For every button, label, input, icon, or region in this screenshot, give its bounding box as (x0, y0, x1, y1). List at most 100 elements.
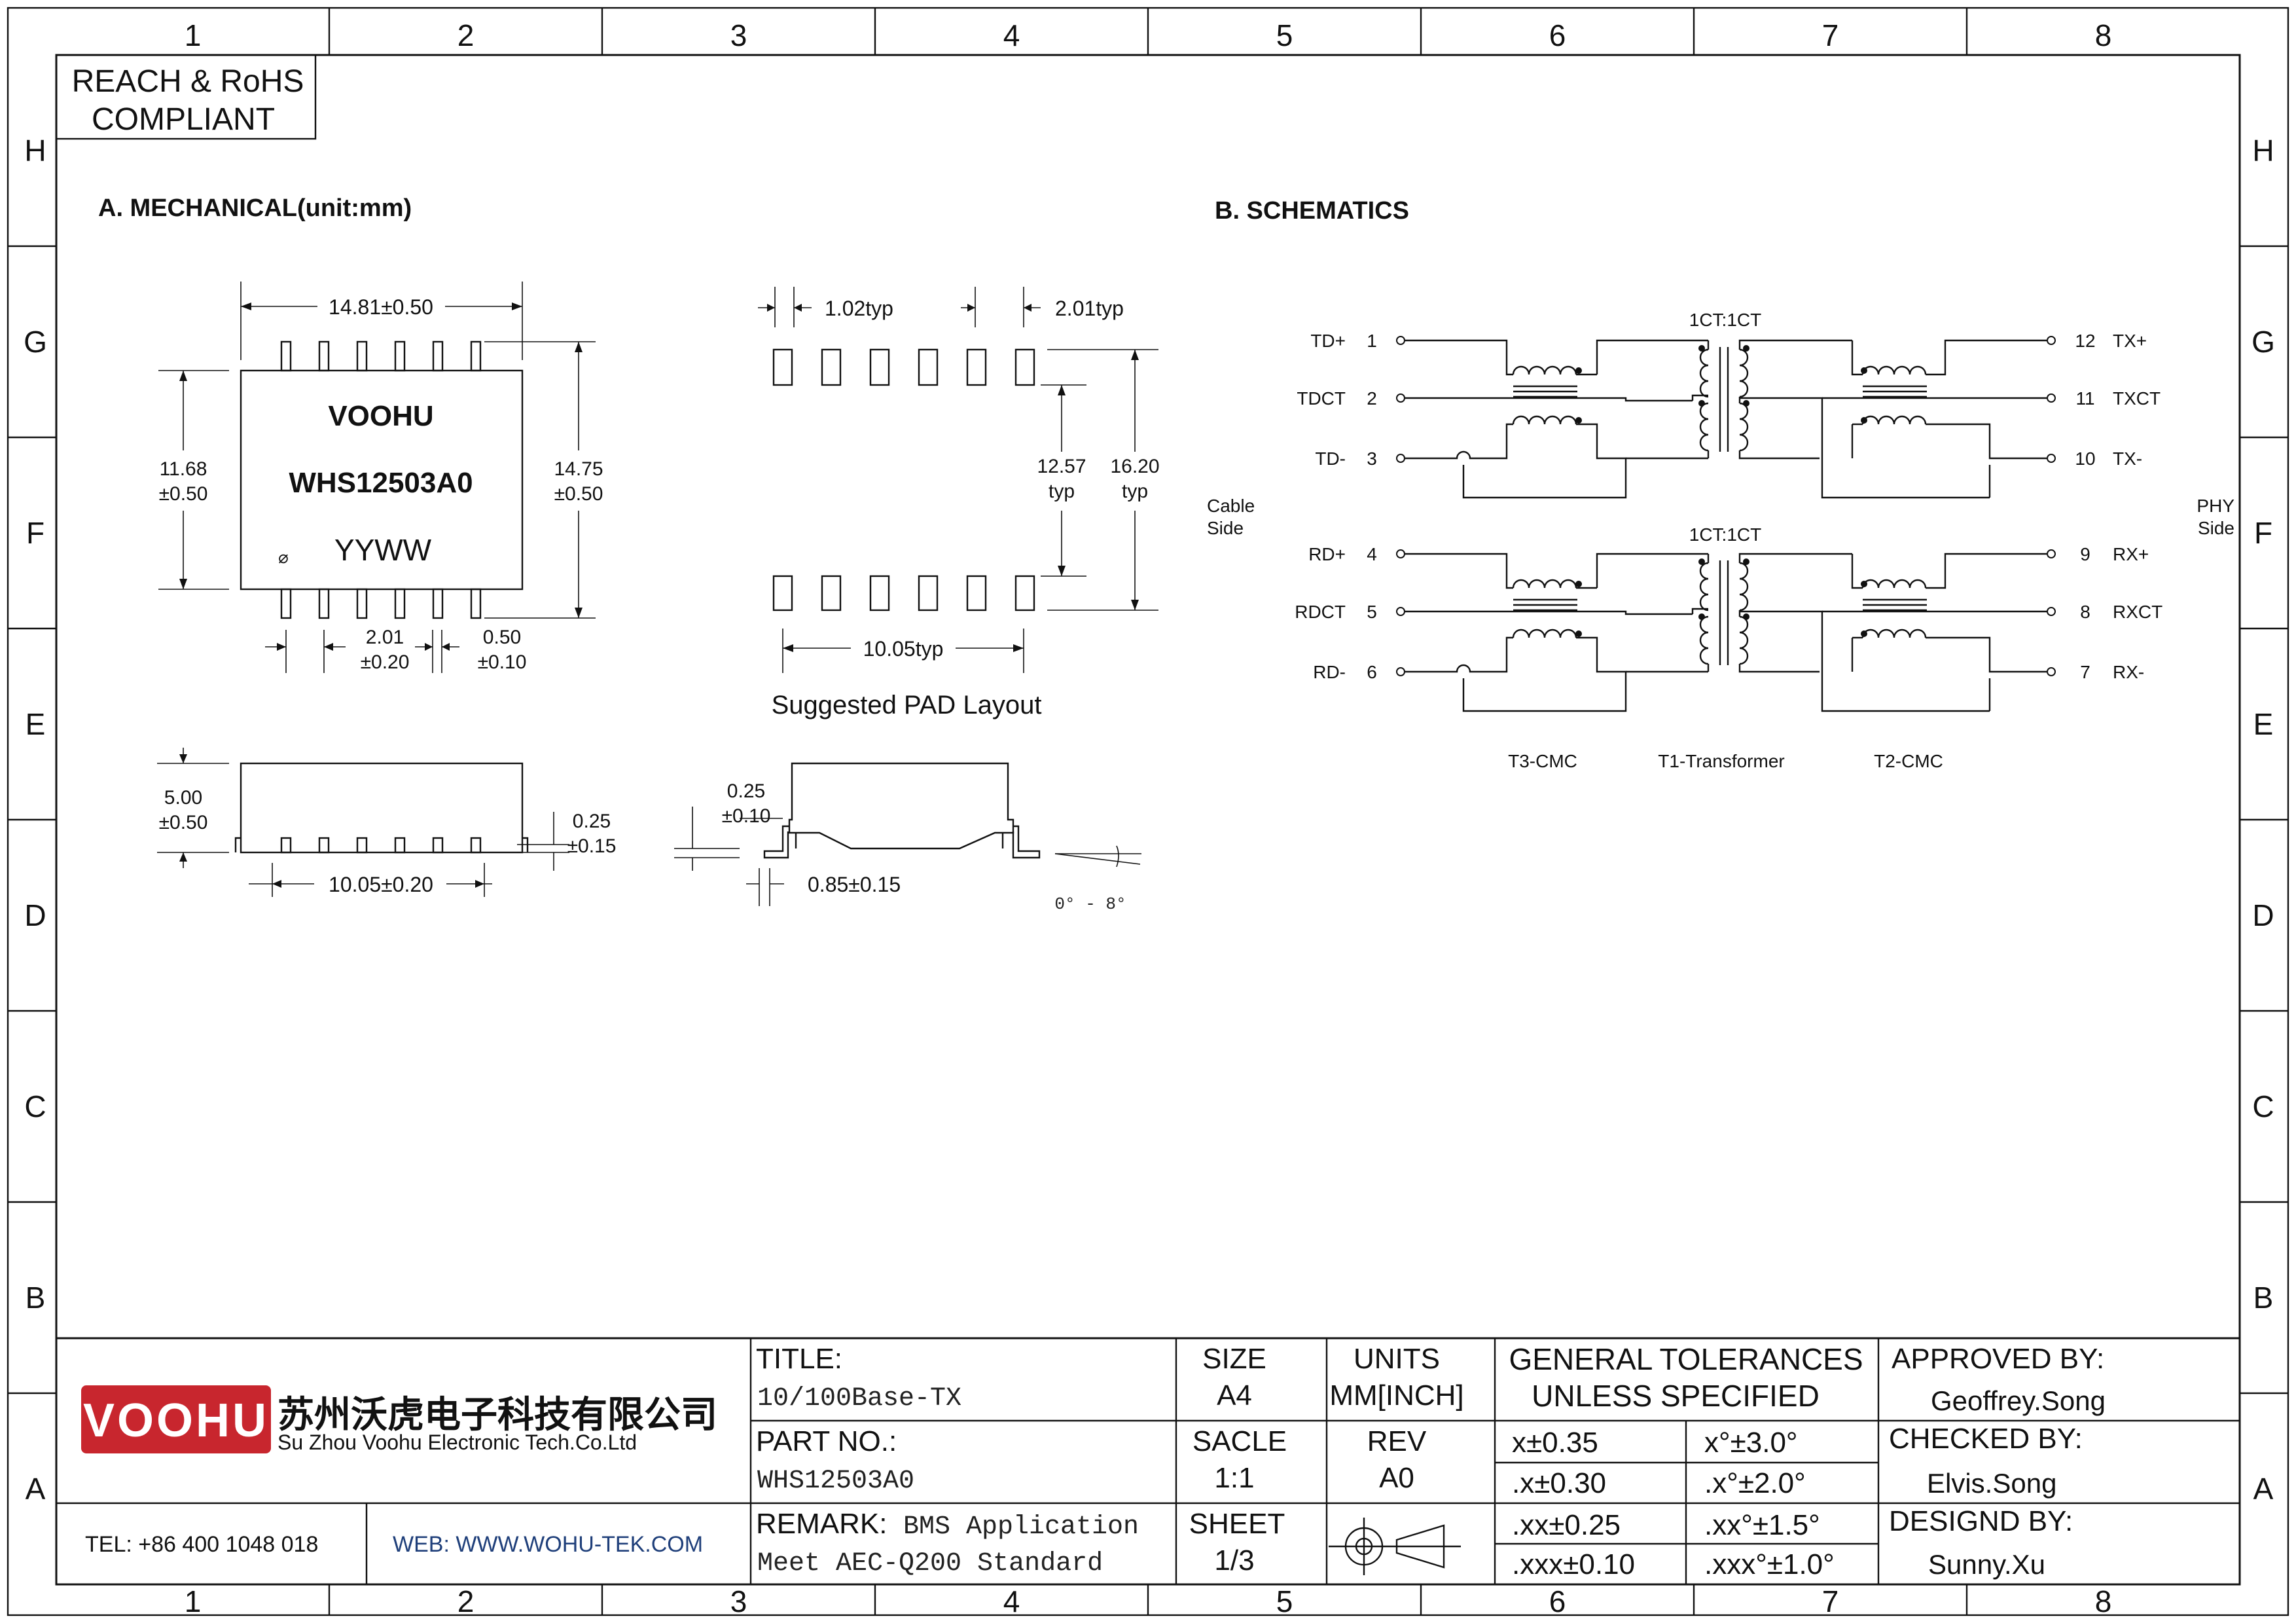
label-t1-transformer: T1-Transformer (1658, 751, 1784, 771)
right-pin-name: RX- (2113, 662, 2144, 682)
dim-pad-inner-1: 12.57 (1037, 456, 1086, 477)
dim-pad-pitch: 2.01typ (1055, 297, 1124, 320)
end-view-lead-left (763, 825, 789, 859)
right-pin-name: TX- (2113, 448, 2142, 469)
right-pin-name: TX+ (2113, 331, 2147, 351)
dim-side-span: 10.05±0.20 (329, 873, 433, 896)
size-label: SIZE (1202, 1343, 1266, 1375)
company-name-cn: 苏州沃虎电子科技有限公司 (278, 1394, 717, 1435)
pad-top (1014, 348, 1035, 386)
dim-body-height-2: ±0.50 (159, 483, 208, 505)
dim-lead-width-1: 0.50 (483, 627, 521, 648)
left-pin-name: TD- (1315, 448, 1346, 469)
right-pin-number: 8 (2080, 602, 2090, 622)
end-view-angle: 0° - 8° (1054, 894, 1126, 914)
company-logo-text: VOOHU (83, 1395, 269, 1447)
end-view-body (788, 762, 1014, 850)
top-view-brand: VOOHU (328, 400, 433, 432)
designed-by-label: DESIGND BY: (1889, 1505, 2073, 1537)
zone-row-label-right: B (2253, 1281, 2274, 1315)
company-web: WEB: WWW.WOHU-TEK.COM (393, 1532, 703, 1557)
dim-total-height-1: 14.75 (554, 458, 603, 480)
left-pin-name: TD+ (1310, 331, 1346, 351)
dim-lead-width-2: ±0.10 (478, 651, 527, 673)
zone-column-label-top: 8 (2095, 18, 2112, 52)
dim-pad-width: 1.02typ (825, 297, 893, 320)
pad-rects (772, 348, 1035, 611)
left-pin-number: 2 (1367, 388, 1377, 409)
company-logo (81, 1385, 271, 1453)
left-pin-number: 4 (1367, 544, 1377, 564)
mechanical-heading: A. MECHANICAL(unit:mm) (98, 194, 412, 222)
compliance-line-2: COMPLIANT (92, 102, 275, 137)
pin1-mark: ⌀ (278, 547, 289, 567)
scale-label: SACLE (1193, 1425, 1287, 1457)
right-pin-number: 7 (2080, 662, 2090, 682)
cable-side-line-1: Cable (1207, 496, 1255, 516)
side-view-pin (280, 837, 292, 854)
tolerance-header-2: UNLESS SPECIFIED (1532, 1379, 1820, 1413)
side-view-body (240, 762, 524, 854)
pad-top (821, 348, 842, 386)
dim-pad-outer-1: 16.20 (1110, 456, 1159, 477)
pad-bottom (869, 575, 890, 611)
zone-column-label-top: 5 (1276, 18, 1293, 52)
label-t3-cmc: T3-CMC (1508, 751, 1577, 771)
dim-side-height-2: ±0.50 (159, 812, 208, 833)
zone-column-label-bottom: 7 (1822, 1584, 1839, 1618)
compliance-box: REACH & RoHS COMPLIANT (55, 54, 317, 140)
zone-ticks (8, 8, 2288, 1615)
right-pin-number: 9 (2080, 544, 2090, 564)
pad-bottom (1014, 575, 1035, 611)
dim-end-thickness-1: 0.25 (727, 780, 765, 802)
side-view-pin (432, 837, 444, 854)
remark-value-1: BMS Application (903, 1512, 1139, 1542)
top-view-part-number: WHS12503A0 (289, 467, 473, 499)
tolerance-linear: .x±0.30 (1512, 1467, 1606, 1499)
dim-pad-outer-2: typ (1122, 481, 1148, 502)
top-view-pin (318, 340, 330, 372)
remark-value-2: Meet AEC-Q200 Standard (757, 1549, 1103, 1578)
zone-column-label-bottom: 5 (1276, 1584, 1293, 1618)
company-name-en: Su Zhou Voohu Electronic Tech.Co.Ltd (278, 1431, 637, 1454)
tolerance-angular: .x°±2.0° (1704, 1467, 1806, 1499)
top-view-pin (394, 588, 406, 619)
zone-column-label-bottom: 2 (457, 1584, 475, 1618)
side-view-pins (234, 837, 529, 854)
compliance-line-1: REACH & RoHS (72, 64, 304, 99)
side-view-pin (470, 837, 482, 854)
right-pin-number: 12 (2075, 331, 2095, 351)
tolerance-linear: .xxx±0.10 (1512, 1548, 1635, 1580)
ratio-bottom: 1CT:1CT (1689, 524, 1761, 545)
zone-row-label-left: A (26, 1472, 46, 1506)
pad-top (772, 348, 793, 386)
phy-side-line-2: Side (2198, 518, 2234, 538)
zone-row-label-right: F (2254, 516, 2272, 550)
left-pin-name: RD- (1313, 662, 1346, 682)
side-view: 5.00 ±0.50 0.25 ±0.15 10.05±0.20 (157, 748, 616, 897)
zone-row-label-right: G (2251, 325, 2275, 359)
part-number-label: PART NO.: (756, 1425, 897, 1457)
tolerance-angular: .xx°±1.5° (1704, 1509, 1820, 1541)
pad-top (869, 348, 890, 386)
pad-bottom (821, 575, 842, 611)
top-view-pin (432, 340, 444, 372)
right-pin-name: TXCT (2113, 388, 2161, 409)
tolerance-header-1: GENERAL TOLERANCES (1509, 1342, 1863, 1376)
top-view-pin (280, 588, 292, 619)
ratio-top: 1CT:1CT (1689, 310, 1761, 330)
side-view-pin (318, 837, 330, 854)
zone-row-label-left: B (26, 1281, 46, 1315)
zone-column-label-top: 3 (730, 18, 747, 52)
size-value: A4 (1217, 1379, 1252, 1412)
rev-value: A0 (1379, 1462, 1414, 1494)
zone-row-label-right: D (2252, 898, 2274, 932)
phy-side-line-1: PHY (2197, 496, 2234, 516)
zone-row-label-left: D (24, 898, 46, 932)
zone-column-label-top: 1 (185, 18, 202, 52)
top-view-pin (318, 588, 330, 619)
side-view-pin (394, 837, 406, 854)
pad-top (966, 348, 987, 386)
dim-pitch-1: 2.01 (366, 627, 404, 648)
zone-row-label-left: F (26, 516, 45, 550)
